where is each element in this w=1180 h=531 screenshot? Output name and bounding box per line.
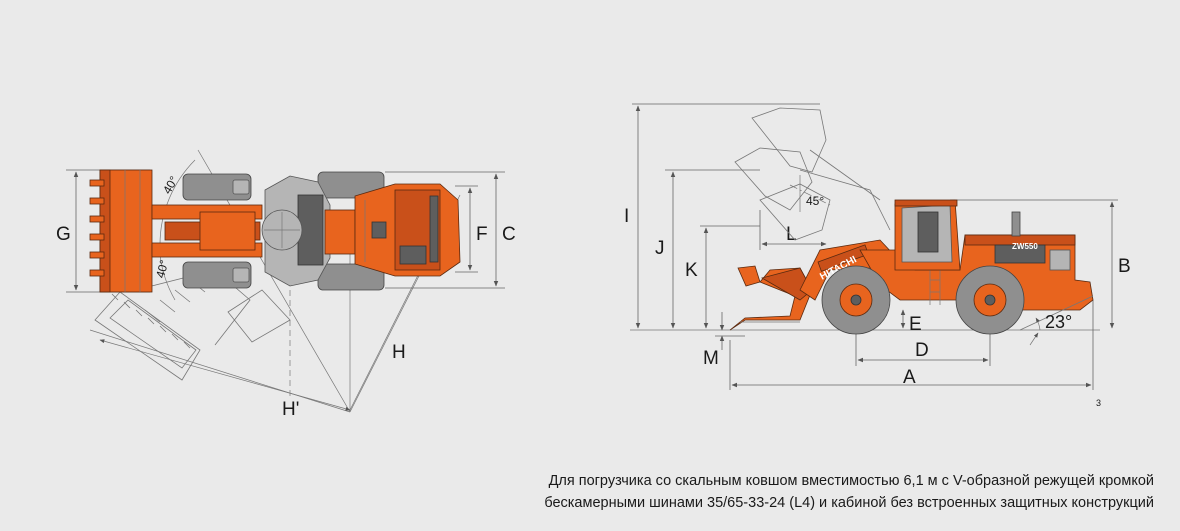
bucket-side [729,265,813,331]
rear-wheel-side [955,265,1025,335]
front-tires-top [182,173,252,289]
dimension-a: A [729,300,1094,390]
label-i: I [624,206,629,227]
dimension-j: J [655,171,676,329]
label-l: L [786,224,797,245]
departure-angle: 23° [1019,295,1094,346]
dimension-e: E [900,309,922,335]
model-text: ZW550 [1012,242,1038,251]
side-view: I J K B M E [624,103,1131,408]
rear-tires-top [317,171,385,291]
angle-dump: 45° [806,194,824,208]
label-m: M [703,348,719,369]
caption: Для погрузчика со скальным ковшом вмести… [544,470,1154,514]
angle-departure: 23° [1045,312,1072,332]
label-f: F [476,224,488,245]
dimension-l: L [759,210,827,250]
angle-lower: 40° [153,258,171,279]
cab-top [261,175,331,287]
bucket-top [89,169,153,293]
raised-bucket-outlines [734,107,891,241]
dimension-m: M [703,312,745,369]
angle-upper: 40° [160,174,181,197]
label-k: K [685,260,698,281]
rear-body-top [324,183,461,277]
cab-side [894,199,961,271]
top-view: G [56,149,516,420]
dimension-b: B [1109,201,1131,329]
label-h-prime: H' [282,399,299,420]
front-wheel-side [821,265,891,335]
caption-line-2: бескамерными шинами 35/65-33-24 (L4) и к… [544,495,1154,511]
label-c: C [502,224,516,245]
label-b: B [1118,256,1131,277]
caption-line-1: Для погрузчика со скальным ковшом вмести… [548,473,1154,489]
label-e: E [909,314,922,335]
dimension-c: C [385,171,516,289]
dimension-k: K [685,227,709,329]
label-j: J [655,238,665,259]
dimension-f: F [455,185,488,273]
label-h: H [392,342,406,363]
note-mark: 3 [1096,398,1101,408]
lift-arms-top [151,204,263,258]
dimension-i: I [624,105,641,329]
label-g: G [56,224,71,245]
label-a: A [903,367,916,388]
label-d: D [915,340,929,361]
